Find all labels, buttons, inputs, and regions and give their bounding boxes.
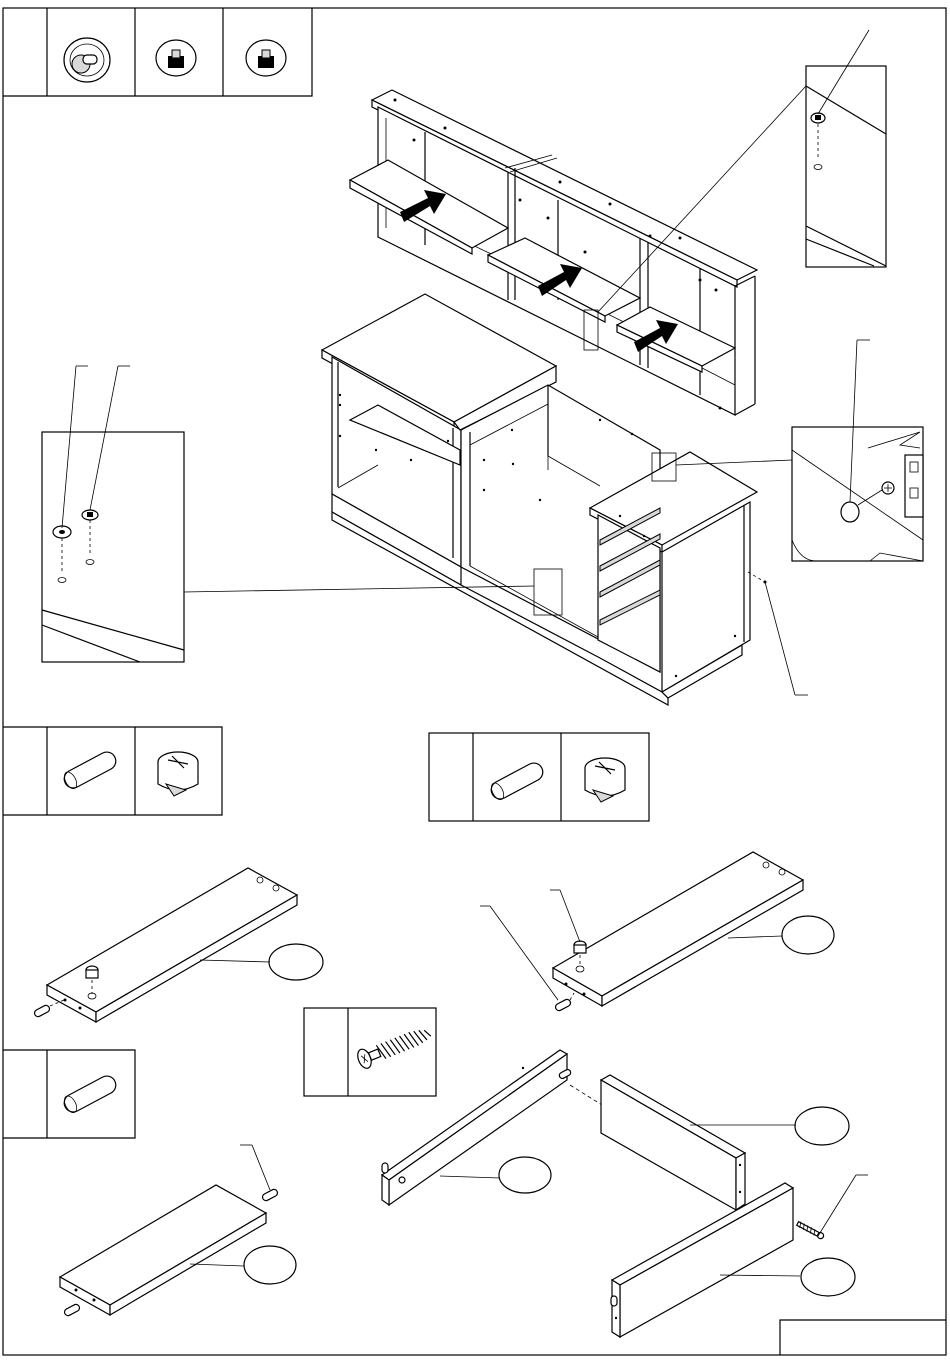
hardware-box-bottom-left: [3, 1050, 135, 1138]
title-block: [780, 1320, 946, 1355]
shelf-support-clip-icon: [246, 40, 286, 76]
shelf-support-pin-icon: [64, 38, 110, 82]
wooden-dowel-icon: [61, 749, 119, 791]
wooden-dowel-icon: [611, 1296, 617, 1306]
hardware-box-top: [3, 8, 312, 96]
wooden-dowel-icon: [382, 1163, 388, 1173]
confirmat-screw-icon: [796, 1221, 824, 1240]
wooden-dowel-icon: [33, 1004, 50, 1018]
cover-cap-icon: [841, 502, 859, 522]
detail-callout-screw: [748, 572, 808, 695]
wooden-dowel-icon: [261, 1188, 278, 1202]
drawer-frame-assembly: [382, 1050, 868, 1337]
confirmat-screw-icon: [355, 1023, 433, 1070]
shelf-support-clip-icon: [811, 113, 825, 123]
cam-lock-icon: [585, 758, 625, 802]
hardware-box-mid-right: [429, 733, 649, 821]
wooden-dowel-icon: [61, 1073, 119, 1115]
panel-assembly-shelf: [60, 1145, 296, 1317]
cam-lock-icon: [574, 941, 586, 953]
panel-assembly-right: [480, 852, 834, 1012]
panel-assembly-left: [33, 868, 323, 1022]
hardware-box-screw: [304, 1008, 436, 1096]
wooden-dowel-icon: [63, 1303, 80, 1317]
wooden-dowel-icon: [554, 998, 571, 1012]
cam-lock-icon: [86, 966, 98, 978]
shelf-support-clip-icon: [82, 510, 98, 520]
shelf-support-clip-icon: [156, 40, 196, 76]
wooden-dowel-icon: [488, 760, 546, 802]
hardware-box-mid-left: [3, 727, 222, 815]
cam-lock-icon: [158, 752, 198, 796]
